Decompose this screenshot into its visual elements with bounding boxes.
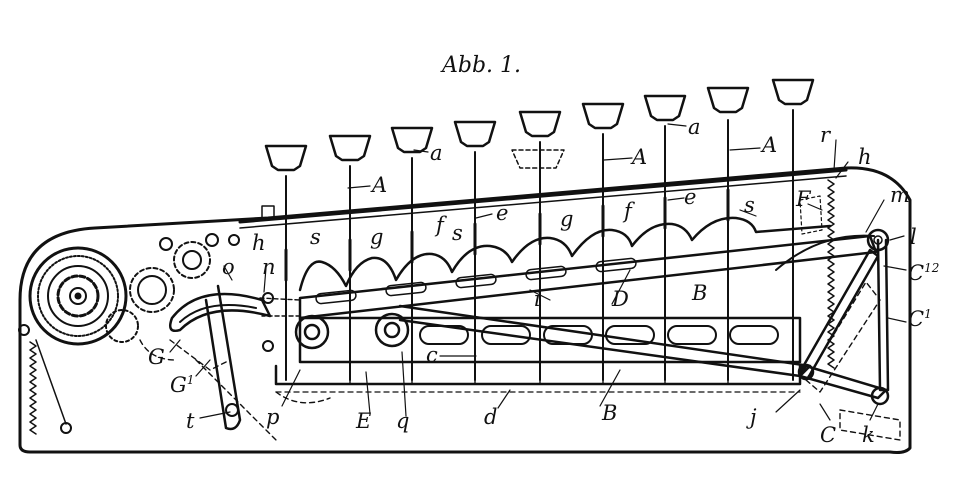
label-a: a <box>430 141 443 165</box>
label-h: h <box>252 231 266 255</box>
label-A: A <box>370 173 387 197</box>
label-C1: C1 <box>908 307 932 331</box>
label-d: d <box>484 405 497 429</box>
label-E: E <box>355 409 371 433</box>
gears <box>105 233 240 343</box>
lever-G <box>169 292 272 332</box>
spring-left <box>29 341 37 435</box>
slotted-bar-D <box>298 234 878 320</box>
label-s: s <box>452 221 463 245</box>
figure-title: Abb. 1. <box>440 53 521 78</box>
label-G1: G1 <box>170 373 194 397</box>
link-C1 <box>876 238 890 392</box>
label-A: A <box>760 133 777 157</box>
label-A: A <box>630 145 647 169</box>
label-g: g <box>370 225 383 249</box>
label-f: f <box>434 213 447 237</box>
label-q: q <box>396 409 409 433</box>
link-G1 <box>204 284 242 431</box>
housing-outline <box>18 166 912 454</box>
label-e: e <box>684 185 696 209</box>
label-G: G <box>148 345 165 369</box>
keycaps <box>264 78 815 172</box>
label-i: i <box>534 287 541 311</box>
label-e: e <box>496 201 508 225</box>
label-k: k <box>862 423 875 447</box>
label-r: r <box>820 123 832 147</box>
label-l: l <box>910 225 917 249</box>
spring-F <box>827 179 835 369</box>
label-F: F <box>795 187 812 211</box>
label-n: n <box>262 255 276 279</box>
rollers-E <box>294 312 410 350</box>
leader-lines <box>169 123 907 421</box>
label-t: t <box>186 409 195 433</box>
label-D: D <box>611 287 629 311</box>
label-p: p <box>266 405 279 429</box>
cam-rail <box>298 216 832 292</box>
label-s: s <box>744 193 755 217</box>
bar-B-slots <box>419 325 779 345</box>
label-g: g <box>560 207 573 231</box>
label-c: c <box>426 343 438 367</box>
part-labels: A A A a a B B C C1 C12 c D d E e e F f f… <box>148 115 939 447</box>
label-C2: C12 <box>908 261 939 285</box>
label-B: B <box>691 281 707 305</box>
drive-wheel <box>28 246 128 346</box>
bar-B <box>298 316 802 364</box>
link-C2 <box>798 248 880 380</box>
label-j: j <box>746 405 757 429</box>
label-C: C <box>820 423 836 447</box>
label-o: o <box>222 255 235 279</box>
top-plate <box>238 168 848 224</box>
label-a: a <box>688 115 701 139</box>
base-rail <box>274 364 802 386</box>
label-m: m <box>890 183 910 207</box>
label-h: h <box>858 145 872 169</box>
label-f: f <box>622 199 635 223</box>
label-s: s <box>310 225 321 249</box>
label-B: B <box>601 401 617 425</box>
